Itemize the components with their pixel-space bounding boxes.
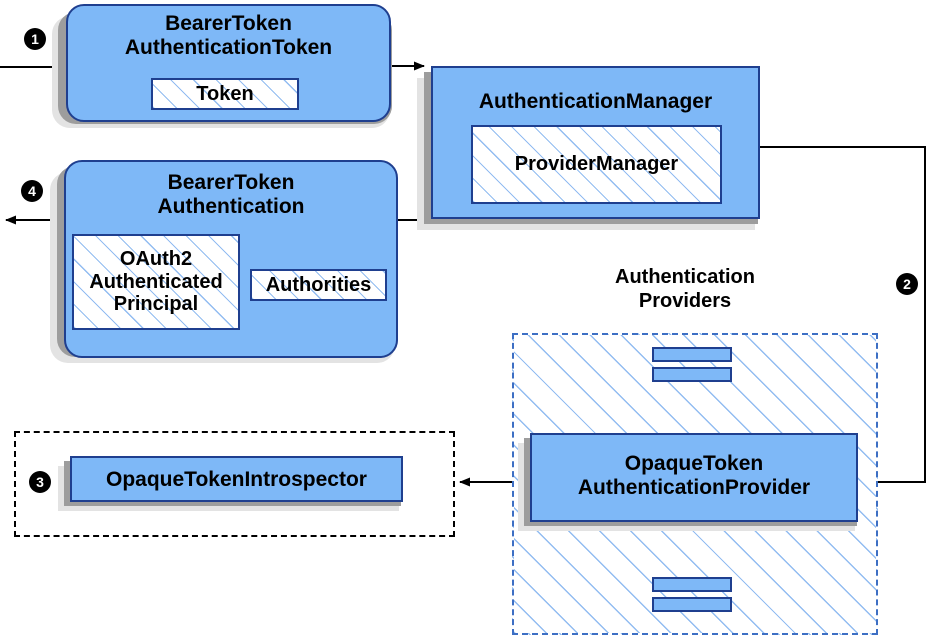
- other-provider-bar-bottom-1: [652, 577, 732, 592]
- bearer-token-authentication-token-title: BearerToken AuthenticationToken: [124, 12, 333, 60]
- opaque-token-introspector-node[interactable]: OpaqueTokenIntrospector: [70, 456, 403, 502]
- token-attribute-box[interactable]: Token: [151, 78, 299, 110]
- opaque-token-introspector-title: OpaqueTokenIntrospector: [106, 468, 367, 491]
- oauth2-authenticated-principal-attribute-box[interactable]: OAuth2 Authenticated Principal: [72, 234, 240, 330]
- authentication-manager-title: AuthenticationManager: [478, 90, 713, 113]
- authentication-providers-caption: Authentication Providers: [615, 266, 755, 312]
- provider-manager-attribute-box[interactable]: ProviderManager: [471, 125, 722, 204]
- step-marker-3: 3: [29, 471, 51, 493]
- authorities-attribute-box[interactable]: Authorities: [250, 269, 387, 301]
- opaque-token-authentication-provider-title: OpaqueToken AuthenticationProvider: [577, 452, 811, 500]
- step-marker-1: 1: [24, 28, 46, 50]
- opaque-token-introspector-container: [14, 431, 455, 537]
- other-provider-bar-top-2: [652, 367, 732, 382]
- opaque-token-authentication-provider-node[interactable]: OpaqueToken AuthenticationProvider: [530, 433, 858, 522]
- other-provider-bar-bottom-2: [652, 597, 732, 612]
- step-marker-4: 4: [21, 180, 43, 202]
- step-marker-2: 2: [896, 273, 918, 295]
- bearer-token-authentication-title: BearerToken Authentication: [157, 171, 305, 219]
- other-provider-bar-top-1: [652, 347, 732, 362]
